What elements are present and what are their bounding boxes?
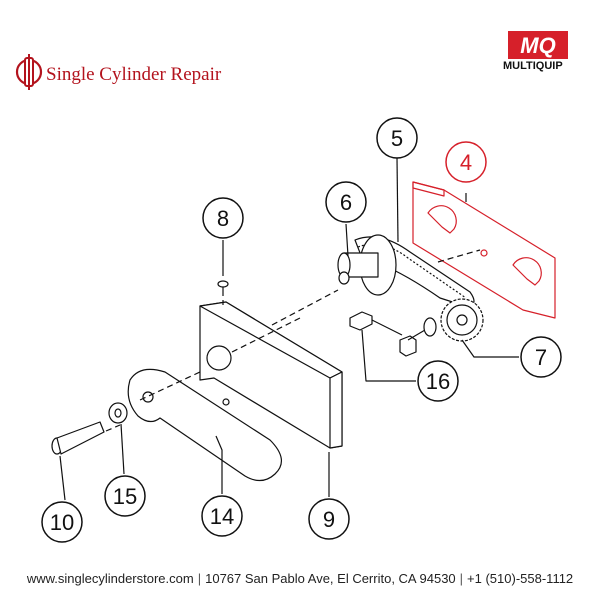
part-8-screw: [217, 280, 229, 296]
callout-14-label: 14: [210, 504, 234, 529]
brand-mark-text: MQ: [520, 33, 555, 58]
footer-contact: www.singlecylinderstore.com|10767 San Pa…: [0, 571, 600, 586]
callout-10-label: 10: [50, 510, 74, 535]
footer-separator: |: [197, 571, 202, 586]
part-15-washer: [108, 402, 128, 424]
callout-16-label: 16: [426, 369, 450, 394]
callout-4-label: 4: [460, 150, 472, 175]
callout-9: 9: [308, 498, 350, 540]
part-4-plate: [412, 181, 556, 319]
callout-5-label: 5: [391, 126, 403, 151]
callout-14: 14: [201, 495, 243, 537]
callout-10: 10: [41, 501, 83, 543]
callout-8: 8: [202, 197, 244, 239]
callout-7: 7: [520, 336, 562, 378]
page-title: Single Cylinder Repair: [46, 64, 222, 85]
callout-6: 6: [325, 181, 367, 223]
brand-name: MULTIQUIP: [503, 60, 563, 72]
part-9-cover: [199, 301, 343, 449]
cylinder-logo-icon: [15, 54, 43, 90]
part-10-bolt: [51, 421, 105, 455]
callout-16: 16: [417, 360, 459, 402]
callout-9-label: 9: [323, 507, 335, 532]
callout-4: 4: [445, 141, 487, 183]
footer-separator: |: [459, 571, 464, 586]
footer-phone[interactable]: +1 (510)-558-1112: [467, 571, 574, 586]
part-16-bolts: [349, 311, 437, 357]
callout-15-label: 15: [113, 484, 137, 509]
leader-lines: [59, 157, 519, 501]
footer-website-link[interactable]: www.singlecylinderstore.com: [26, 571, 194, 586]
part-6-sprocket-shaft: [337, 234, 397, 296]
assembly-lines: [105, 249, 481, 432]
part-7-sprocket: [440, 298, 484, 342]
footer-address: 10767 San Pablo Ave, El Cerrito, CA 9453…: [205, 571, 456, 586]
callout-7-label: 7: [535, 345, 547, 370]
callout-6-label: 6: [340, 190, 352, 215]
callout-15: 15: [104, 475, 146, 517]
multiquip-logo-icon: MQ: [508, 31, 568, 59]
callout-5: 5: [376, 117, 418, 159]
callout-8-label: 8: [217, 206, 229, 231]
